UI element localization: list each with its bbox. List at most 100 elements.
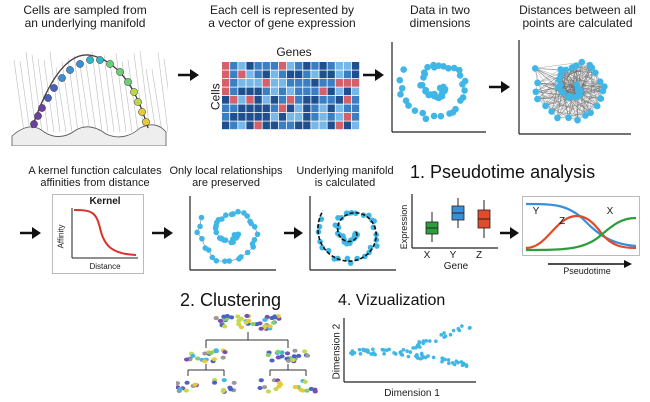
data-point	[446, 110, 453, 117]
cluster-cell	[222, 350, 228, 355]
heatmap-cell	[286, 121, 295, 130]
manifold-cell	[86, 56, 94, 64]
heatmap-cell	[262, 104, 270, 113]
heatmap-cell	[238, 87, 246, 96]
heatmap-cell	[327, 62, 335, 70]
heatmap-cell	[295, 79, 303, 87]
embedding-point	[467, 326, 472, 330]
heatmap-cell	[230, 62, 238, 70]
cluster-cell	[184, 357, 190, 362]
heatmap-cell	[270, 113, 279, 121]
data-point	[430, 61, 437, 69]
cluster-cell	[177, 387, 183, 392]
graph-node	[597, 95, 605, 102]
local-point	[202, 245, 209, 251]
step-7-caption: Underlying manifold is calculated	[296, 165, 394, 190]
embedding-point	[405, 349, 409, 353]
heatmap-cell	[311, 87, 319, 96]
cluster-cell	[273, 387, 279, 392]
heatmap-cell	[246, 104, 254, 113]
graph-node	[588, 64, 596, 71]
data-point	[430, 112, 438, 120]
data-point	[437, 112, 445, 120]
heatmap-cell	[278, 62, 287, 70]
manifold-point	[344, 255, 351, 262]
curve-label-y: Y	[532, 206, 540, 217]
step-6-caption: Only local relationships are preserved	[169, 165, 283, 190]
embedding-point	[400, 353, 405, 357]
local-point	[216, 235, 223, 241]
heatmap-cell	[270, 62, 279, 70]
cluster-cell	[211, 380, 218, 385]
heatmap-cell	[238, 62, 246, 70]
heatmap-cell	[351, 113, 360, 121]
heatmap-cell	[327, 70, 335, 79]
visualization-plot	[340, 316, 478, 386]
heatmap-cell	[270, 121, 279, 130]
cluster-cell	[195, 356, 201, 361]
graph-node	[557, 81, 564, 89]
heatmap-cell	[230, 113, 238, 121]
heatmap-cell	[278, 121, 287, 130]
embedding-point	[392, 351, 396, 355]
embedding-point	[371, 351, 376, 355]
data-point	[411, 107, 419, 115]
cluster-cell	[302, 379, 308, 384]
heatmap-cell	[262, 87, 270, 96]
heatmap-cell	[278, 79, 287, 87]
cluster-cell	[272, 315, 278, 320]
cluster-cell	[217, 318, 223, 323]
heatmap-cell	[319, 121, 327, 130]
local-point	[230, 211, 236, 217]
step-1-caption: Cells are sampled from an underlying man…	[23, 3, 147, 31]
arrow-2	[363, 68, 385, 82]
boxplot-gene-x: X	[423, 250, 431, 261]
heatmap-cell	[278, 87, 287, 96]
cluster-cell	[246, 318, 252, 323]
data-point	[456, 72, 464, 79]
manifold-point	[338, 214, 345, 221]
heatmap-cell	[222, 104, 230, 113]
embedding-point	[401, 348, 406, 352]
graph-node	[534, 79, 541, 87]
arrow-5	[152, 226, 174, 240]
viz-ylabel: Dimension 2	[331, 323, 343, 380]
cluster-cell	[202, 359, 208, 364]
heatmap-cell	[343, 121, 352, 130]
cluster-cell	[221, 314, 227, 319]
heatmap-cell	[319, 79, 327, 87]
embedding-point	[411, 346, 415, 350]
heatmap-cell	[327, 113, 335, 121]
cluster-cell	[277, 380, 283, 385]
cluster-cell	[284, 351, 291, 356]
heatmap-cell	[351, 62, 360, 70]
cluster-cell	[254, 322, 260, 327]
heatmap-cell	[278, 70, 287, 79]
arrow-4	[20, 226, 42, 240]
heatmap-cell	[295, 113, 303, 121]
heatmap-cell	[303, 121, 311, 130]
embedding-point	[417, 340, 422, 345]
graph-node	[587, 109, 594, 117]
cluster-cell	[184, 380, 190, 385]
heatmap-cell	[311, 113, 319, 121]
cluster-cell	[220, 389, 226, 394]
heatmap-cell	[343, 70, 352, 79]
heatmap-cell	[230, 87, 238, 96]
heatmap-cell	[286, 70, 295, 79]
cluster-cell	[265, 389, 271, 394]
heatmap-cell	[295, 87, 303, 96]
heatmap-cell	[286, 113, 295, 121]
heatmap-cell	[351, 87, 360, 96]
cluster-cell	[264, 314, 270, 319]
cluster-cell	[244, 313, 250, 318]
local-point	[244, 213, 250, 219]
heatmap-cell	[246, 70, 254, 79]
pseudotime-curves-plot	[522, 196, 640, 272]
manifold-curve	[317, 210, 378, 262]
embedding-point	[446, 358, 451, 362]
local-point	[197, 223, 203, 230]
heatmap-cell	[246, 62, 254, 70]
heatmap-cell	[238, 104, 246, 113]
heatmap-cell	[286, 87, 295, 96]
